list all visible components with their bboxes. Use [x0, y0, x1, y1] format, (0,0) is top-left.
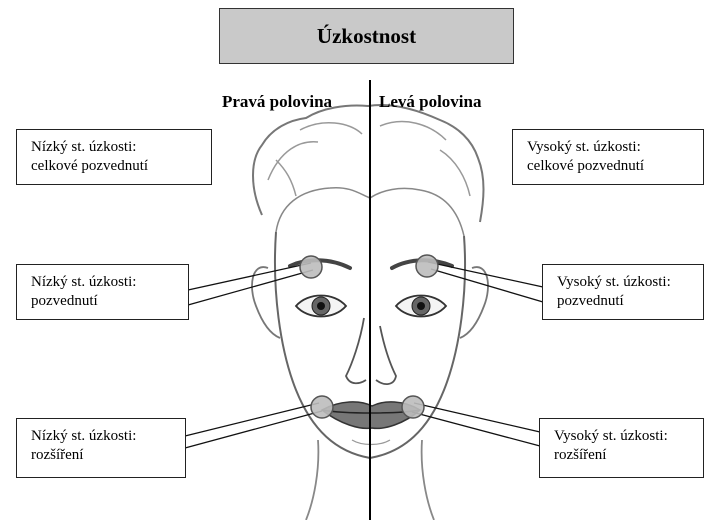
marker-right-mouth — [311, 396, 333, 418]
right-eye — [296, 296, 346, 317]
callout-mouth-high-line2: rozšíření — [554, 446, 693, 465]
leader-mouth-low-b — [185, 411, 322, 448]
right-half-label: Pravá polovina — [222, 92, 332, 112]
callout-forehead-high-line2: celkové pozvednutí — [527, 157, 693, 176]
callout-forehead-low-line2: celkové pozvednutí — [31, 157, 201, 176]
callout-mouth-low-line2: rozšíření — [31, 446, 175, 465]
marker-left-brow — [416, 255, 438, 277]
callout-mouth-high: Vysoký st. úzkosti: rozšíření — [539, 418, 704, 478]
leader-brow-low-a — [188, 263, 311, 290]
callout-brow-low-line1: Nízký st. úzkosti: — [31, 273, 178, 292]
left-half-label: Levá polovina — [379, 92, 482, 112]
callout-brow-high-line2: pozvednutí — [557, 292, 693, 311]
marker-right-brow — [300, 256, 322, 278]
callout-mouth-low: Nízký st. úzkosti: rozšíření — [16, 418, 186, 478]
callout-brow-low: Nízký st. úzkosti: pozvednutí — [16, 264, 189, 320]
leader-mouth-low-a — [185, 403, 319, 436]
left-eye — [396, 296, 446, 317]
callout-forehead-low-line1: Nízký st. úzkosti: — [31, 138, 201, 157]
callout-forehead-high: Vysoký st. úzkosti: celkové pozvednutí — [512, 129, 704, 185]
callout-forehead-low: Nízký st. úzkosti: celkové pozvednutí — [16, 129, 212, 185]
callout-brow-high: Vysoký st. úzkosti: pozvednutí — [542, 264, 704, 320]
leader-brow-low-b — [188, 270, 313, 305]
callout-mouth-high-line1: Vysoký st. úzkosti: — [554, 427, 693, 446]
callout-forehead-high-line1: Vysoký st. úzkosti: — [527, 138, 693, 157]
diagram-title: Úzkostnost — [317, 24, 416, 49]
title-box: Úzkostnost — [219, 8, 514, 64]
callout-brow-low-line2: pozvednutí — [31, 292, 178, 311]
leader-brow-high-a — [428, 262, 543, 287]
callout-brow-high-line1: Vysoký st. úzkosti: — [557, 273, 693, 292]
marker-left-mouth — [402, 396, 424, 418]
callout-mouth-low-line1: Nízký st. úzkosti: — [31, 427, 175, 446]
